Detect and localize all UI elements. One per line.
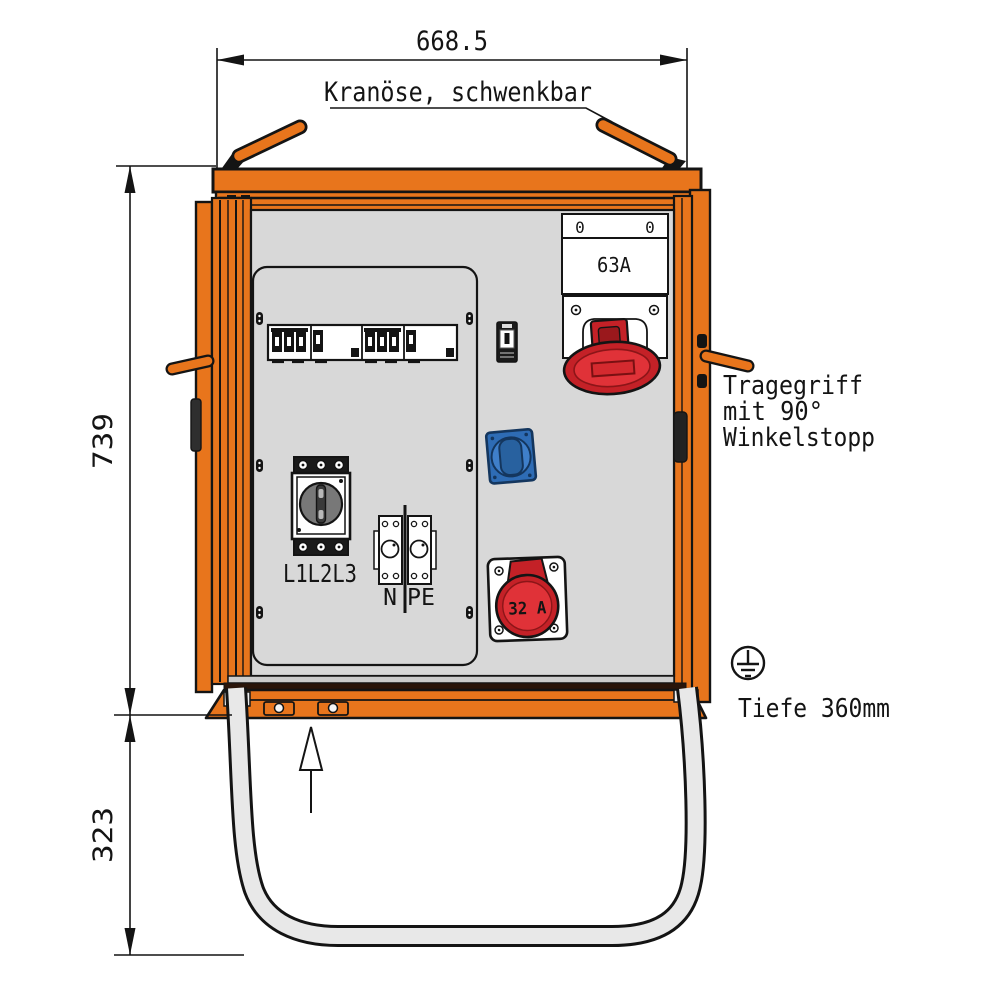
handle-label-line1: Tragegriff [723, 371, 863, 401]
mcb-3pole [364, 328, 401, 352]
terminal-n-label: N [383, 585, 397, 611]
door-hinge-frame [210, 196, 253, 686]
handle-label-line3: Winkelstopp [723, 423, 875, 453]
cee63-plate-mark-left: 0 [575, 218, 585, 237]
main-switch: L1L2L3 [283, 456, 357, 588]
control-switch [496, 321, 518, 363]
base-mounting-tab [317, 701, 349, 716]
stand-legs [225, 686, 707, 947]
door-hinge-left [190, 398, 202, 452]
crane-eye-annotation: Kranöse, schwenkbar [324, 77, 613, 123]
roof-bar [211, 167, 703, 194]
mcb-3pole [271, 328, 308, 352]
cabinet-base [204, 675, 708, 720]
cee32-rating-label: 32 A [508, 598, 547, 619]
dimension-stand-height: 323 [88, 715, 244, 956]
crane-eye-label: Kranöse, schwenkbar [324, 77, 592, 108]
dimension-height-value: 739 [88, 413, 119, 469]
breaker-row [266, 323, 459, 364]
cee-32a-socket: 32 A [486, 555, 569, 643]
rotary-knob [298, 481, 344, 527]
dimension-width-value: 668.5 [416, 26, 488, 57]
door-latch-right [673, 411, 688, 463]
dimension-width: 668.5 [216, 26, 688, 168]
crane-eye-right [595, 117, 686, 168]
door-handle-right [697, 334, 755, 388]
mounting-arrow [298, 726, 324, 813]
base-mounting-tab [263, 701, 295, 716]
schuko-socket-blue [484, 428, 538, 485]
panel-screw [256, 312, 473, 619]
door-handle-left [165, 354, 215, 376]
cee63-socket [562, 317, 662, 396]
terminal-n-pe: N PE [373, 505, 437, 613]
handle-label-line2: mit 90° [723, 397, 823, 427]
mcb-1pole [313, 330, 359, 357]
right-frame [672, 188, 712, 704]
earth-symbol [730, 645, 766, 681]
dimension-height: 739 [88, 165, 232, 716]
cee63-plate-mark-right: 0 [645, 218, 655, 237]
cee-63a-unit: 0 0 63A [561, 213, 669, 396]
dimension-stand-height-value: 323 [88, 807, 119, 863]
depth-label: Tiefe 360mm [738, 694, 890, 724]
main-switch-label: L1L2L3 [283, 559, 357, 588]
crane-eye-left [222, 119, 308, 168]
mcb-1pole [406, 330, 454, 357]
terminal-pe-label: PE [407, 585, 435, 611]
handle-annotation: Tragegriff mit 90° Winkelstopp [723, 371, 875, 453]
cee63-rating-label: 63A [597, 253, 631, 277]
